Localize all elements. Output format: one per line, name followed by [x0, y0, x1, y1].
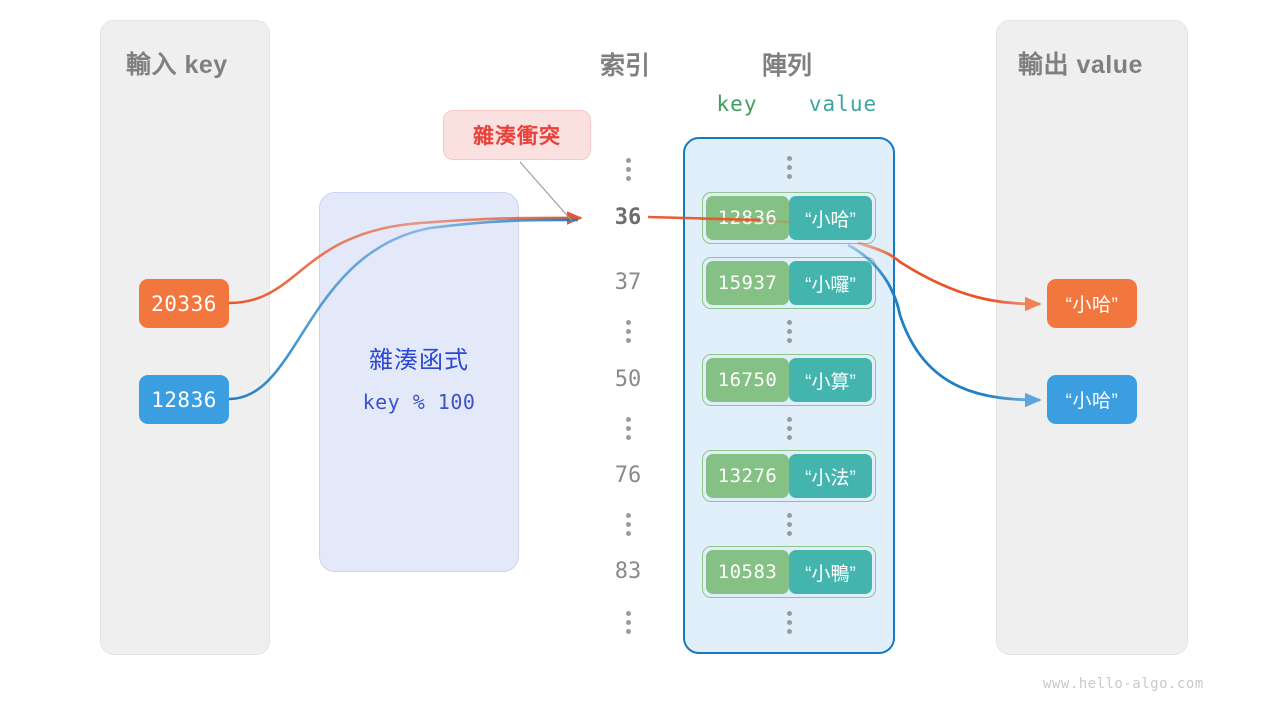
bucket-value: “小囉” — [789, 261, 872, 305]
index-label-83: 83 — [614, 559, 642, 584]
array-bucket: 12836 “小哈” — [702, 192, 876, 244]
index-ellipsis — [598, 158, 658, 181]
input-panel-title: 輸入 key — [126, 51, 228, 79]
input-key-pill: 12836 — [139, 375, 229, 424]
index-label-76: 76 — [614, 463, 642, 488]
array-bucket: 15937 “小囉” — [702, 257, 876, 309]
index-ellipsis — [598, 513, 658, 536]
array-ellipsis — [683, 320, 895, 343]
array-kv-header: key value — [684, 92, 896, 116]
array-bucket: 13276 “小法” — [702, 450, 876, 502]
array-ellipsis — [683, 513, 895, 536]
collision-callout: 雜湊衝突 — [443, 110, 591, 160]
array-value-header: value — [808, 92, 878, 116]
array-bucket: 10583 “小鴨” — [702, 546, 876, 598]
index-label-36: 36 — [614, 205, 642, 230]
index-ellipsis — [598, 320, 658, 343]
input-key-pill: 20336 — [139, 279, 229, 328]
index-column-title: 索引 — [600, 52, 651, 80]
collision-leader-line — [519, 161, 573, 222]
output-panel-title: 輸出 value — [1018, 51, 1143, 79]
bucket-key: 12836 — [706, 196, 789, 240]
bucket-value: “小算” — [789, 358, 872, 402]
bucket-value: “小哈” — [789, 196, 872, 240]
output-value-pill: “小哈” — [1047, 279, 1137, 328]
bucket-key: 13276 — [706, 454, 789, 498]
index-ellipsis — [598, 611, 658, 634]
watermark: www.hello-algo.com — [1043, 676, 1204, 692]
index-label-50: 50 — [614, 367, 642, 392]
array-ellipsis — [683, 611, 895, 634]
bucket-value: “小鴨” — [789, 550, 872, 594]
array-bucket: 16750 “小算” — [702, 354, 876, 406]
output-panel — [996, 20, 1188, 655]
index-ellipsis — [598, 417, 658, 440]
array-key-header: key — [716, 92, 758, 116]
bucket-key: 10583 — [706, 550, 789, 594]
index-label-37: 37 — [614, 270, 642, 295]
bucket-key: 15937 — [706, 261, 789, 305]
array-column-title: 陣列 — [762, 52, 813, 80]
bucket-value: “小法” — [789, 454, 872, 498]
hash-function-box — [319, 192, 519, 572]
array-ellipsis — [683, 417, 895, 440]
input-panel — [100, 20, 270, 655]
array-ellipsis — [683, 156, 895, 179]
bucket-key: 16750 — [706, 358, 789, 402]
output-value-pill: “小哈” — [1047, 375, 1137, 424]
